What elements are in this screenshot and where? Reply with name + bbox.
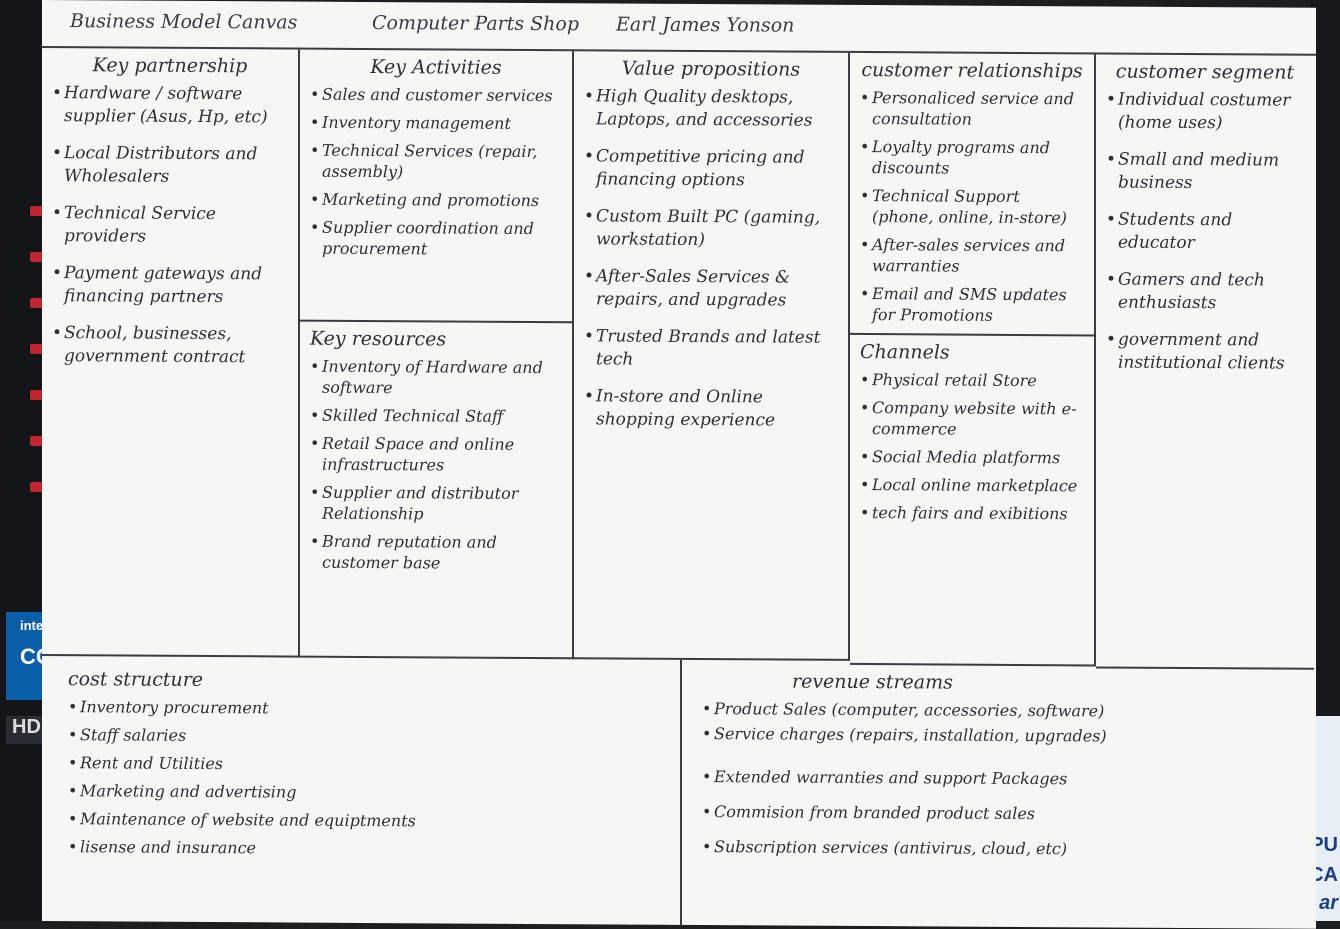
hd-sticker: HD [6,716,46,744]
list-item: Hardware / software supplier (Asus, Hp, … [52,82,288,129]
revenue-streams-list: Product Sales (computer, accessories, so… [702,698,1304,861]
list-item: Supplier and distributor Relationship [310,482,562,526]
list-item: Commision from branded product sales [702,801,1304,826]
badge-sticker: PU CA ar [1309,716,1340,921]
list-item: Gamers and tech enthusiasts [1106,268,1304,315]
customer-relationships-block: customer relationships Personaliced serv… [850,52,1096,337]
red-led [30,436,46,446]
channels-list: Physical retail Store Company website wi… [860,369,1084,524]
list-item: tech fairs and exibitions [860,502,1084,524]
list-item: Technical Support (phone, online, in-sto… [860,185,1084,228]
list-item: Retail Space and online infrastructures [310,433,562,477]
background-monitor-edge [0,0,48,921]
key-resources-block: Key resources Inventory of Hardware and … [300,321,574,660]
list-item: Extended warranties and support Packages [702,766,1304,791]
badge-line3: ar [1319,892,1338,914]
canvas-paper: Business Model Canvas Computer Parts Sho… [42,0,1316,929]
list-item: Physical retail Store [860,369,1084,391]
red-led [30,344,46,354]
list-item: lisense and insurance [68,836,670,861]
list-item: Subscription services (antivirus, cloud,… [702,836,1304,861]
list-item: Maintenance of website and equiptments [68,808,670,833]
red-led [30,252,46,262]
key-partnership-block: Key partnership Hardware / software supp… [42,48,300,658]
key-partnership-title: Key partnership [92,54,248,78]
channels-block: Channels Physical retail Store Company w… [850,334,1096,667]
list-item: Inventory management [310,112,562,135]
intel-sticker: inte CO [6,612,53,700]
list-item: Local Distributors and Wholesalers [52,142,288,189]
list-item: government and institutional clients [1106,328,1304,375]
key-resources-title: Key resources [310,327,447,351]
list-item: Service charges (repairs, installation, … [702,723,1304,748]
badge-line2: CA [1309,864,1338,886]
customer-relationships-list: Personaliced service and consultation Lo… [860,87,1084,326]
list-item: Payment gateways and financing partners [52,262,288,309]
list-item: Skilled Technical Staff [310,405,562,428]
customer-segment-block: customer segment Individual costumer (ho… [1096,54,1314,670]
list-item: Loyalty programs and discounts [860,136,1084,179]
list-item: Personaliced service and consultation [860,87,1084,130]
list-item: Individual costumer (home uses) [1106,88,1304,135]
list-item: Email and SMS updates for Promotions [860,283,1084,326]
list-item: Inventory of Hardware and software [310,356,562,400]
list-item: Product Sales (computer, accessories, so… [702,698,1304,723]
list-item: After-sales services and warranties [860,234,1084,277]
list-item: Company website with e-commerce [860,397,1084,440]
key-activities-block: Key Activities Sales and customer servic… [300,49,574,324]
red-led [30,298,46,308]
list-item: Sales and customer services [310,84,562,107]
channels-title: Channels [860,340,950,364]
customer-segment-list: Individual costumer (home uses) Small an… [1106,88,1304,375]
value-propositions-title: Value propositions [621,57,801,81]
list-item: Competitive pricing and financing option… [584,145,838,193]
canvas-title: Business Model Canvas [70,10,298,34]
customer-relationships-title: customer relationships [861,59,1083,83]
list-item: Brand reputation and customer base [310,531,562,575]
cost-structure-list: Inventory procurement Staff salaries Ren… [68,696,670,861]
list-item: Trusted Brands and latest tech [584,325,838,373]
business-name: Computer Parts Shop [372,12,580,36]
key-activities-title: Key Activities [370,56,502,79]
red-led [30,390,46,400]
customer-segment-title: customer segment [1115,60,1295,84]
key-resources-list: Inventory of Hardware and software Skill… [310,356,562,575]
list-item: Custom Built PC (gaming, workstation) [584,205,838,253]
intel-sticker-line1: inte [20,618,44,633]
list-item: Students and educator [1106,208,1304,255]
value-propositions-block: Value propositions High Quality desktops… [574,51,850,661]
list-item: After-Sales Services & repairs, and upgr… [584,265,838,313]
cost-structure-block: cost structure Inventory procurement Sta… [42,656,682,925]
list-item: Rent and Utilities [68,752,670,777]
list-item: High Quality desktops, Laptops, and acce… [584,85,838,133]
red-led [30,482,46,492]
list-item: Small and medium business [1106,148,1304,195]
list-item: Supplier coordination and procurement [310,217,562,261]
list-item: School, businesses, government contract [52,322,288,369]
badge-line1: PU [1310,834,1338,856]
list-item: Marketing and advertising [68,780,670,805]
key-activities-list: Sales and customer services Inventory ma… [310,84,562,261]
author-name: Earl James Yonson [616,13,795,37]
key-partnership-list: Hardware / software supplier (Asus, Hp, … [52,82,288,369]
revenue-streams-block: revenue streams Product Sales (computer,… [682,664,1314,929]
list-item: Local online marketplace [860,474,1084,496]
value-propositions-list: High Quality desktops, Laptops, and acce… [584,85,838,433]
list-item: Inventory procurement [68,696,670,721]
list-item: Social Media platforms [860,446,1084,468]
list-item: Staff salaries [68,724,670,749]
revenue-streams-title: revenue streams [792,670,953,694]
list-item: Marketing and promotions [310,189,562,212]
list-item: In-store and Online shopping experience [584,385,838,433]
list-item: Technical Services (repair, assembly) [310,140,562,184]
list-item: Technical Service providers [52,202,288,249]
red-led [30,206,46,216]
cost-structure-title: cost structure [68,668,204,691]
